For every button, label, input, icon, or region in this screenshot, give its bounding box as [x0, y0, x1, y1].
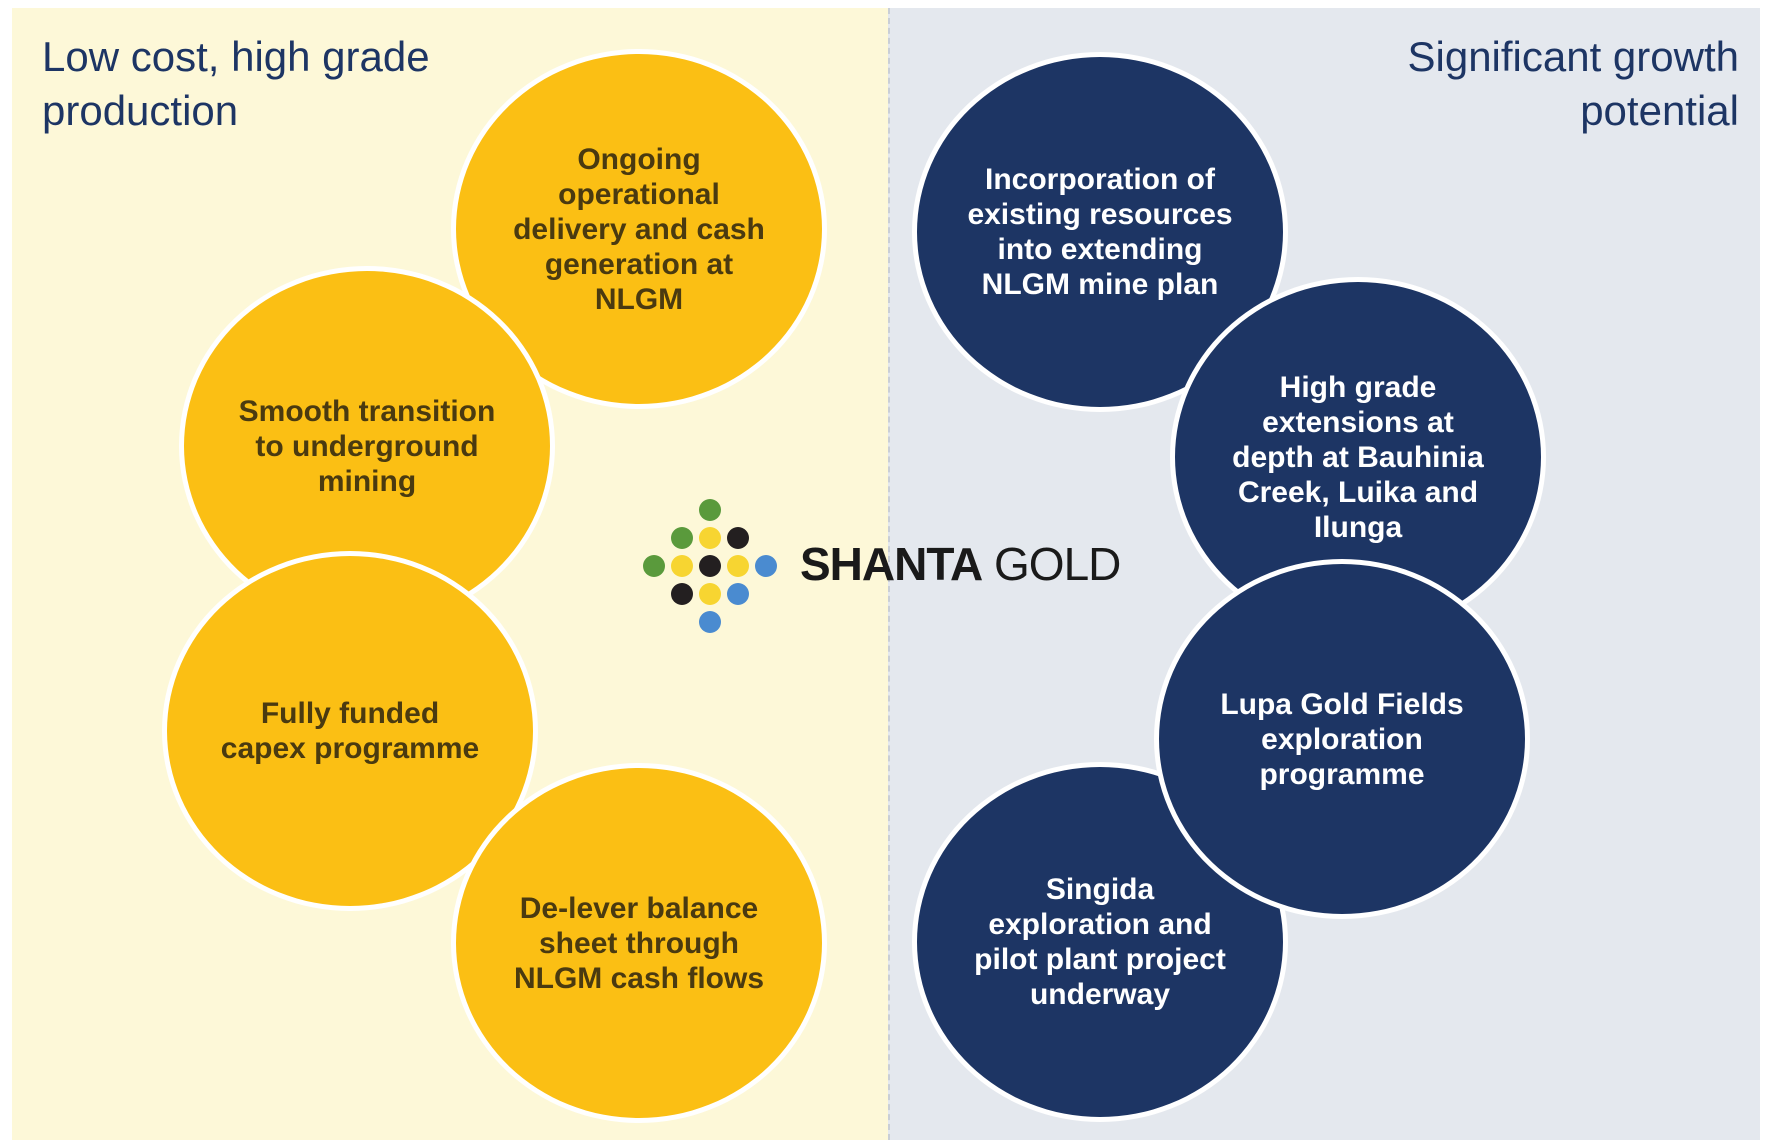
- circle-text-line: Singida: [1045, 873, 1155, 906]
- circle-text-line: NLGM cash flows: [513, 961, 765, 995]
- circle-text-line: Lupa Gold Fields: [1220, 687, 1464, 721]
- left-heading-line: production: [42, 87, 239, 134]
- circle-text-line: generation at: [544, 247, 734, 281]
- circle-delever-balance-sheet: De-lever balance sheet through NLGM cash…: [451, 763, 827, 1123]
- logo-wordmark: SHANTA GOLD: [800, 538, 1121, 590]
- circle-text-line: De-lever balance: [519, 891, 759, 925]
- circle-text-line: exploration: [1261, 722, 1423, 756]
- right-heading-line: Significant growth: [1407, 33, 1739, 80]
- circle-text-line: Smooth transition: [238, 394, 496, 428]
- logo-dot: [671, 555, 693, 577]
- left-heading: Low cost, high grade production: [42, 30, 562, 138]
- circle-text-line: sheet through: [539, 926, 739, 960]
- circle-text-line: operational: [558, 177, 720, 211]
- circle-text-line: pilot plant project: [974, 943, 1226, 976]
- circle-text-line: existing resources: [967, 198, 1233, 231]
- left-heading-line: Low cost, high grade: [42, 33, 430, 80]
- logo-dot: [699, 583, 721, 605]
- circle-text-line: Fully funded: [260, 697, 440, 730]
- circle-text-line: High grade: [1279, 370, 1437, 404]
- logo-dot: [727, 527, 749, 549]
- circle-text-line: into extending: [997, 233, 1203, 266]
- logo-dot: [727, 555, 749, 577]
- logo-word-shanta: SHANTA: [800, 538, 983, 590]
- logo-dot: [699, 499, 721, 521]
- circle-text-line: capex programme: [220, 732, 480, 765]
- right-heading: Significant growth potential: [1219, 30, 1739, 138]
- circle-text-line: extensions at: [1262, 405, 1454, 439]
- logo-dot: [643, 555, 665, 577]
- circle-text-line: NLGM: [594, 282, 684, 316]
- circle-text-line: to underground: [255, 429, 479, 463]
- circle-text-line: delivery and cash: [513, 212, 765, 246]
- circle-text-line: programme: [1259, 757, 1425, 791]
- circle-text-line: Ongoing: [577, 142, 701, 176]
- logo-dot: [699, 555, 721, 577]
- logo-word-gold: GOLD: [982, 538, 1121, 590]
- circle-text-line: exploration and: [988, 908, 1212, 941]
- circle-text-line: NLGM mine plan: [981, 268, 1219, 301]
- circle-funded-capex: Fully funded capex programme: [162, 551, 538, 911]
- circle-text-line: depth at Bauhinia: [1232, 440, 1484, 474]
- logo-dot: [755, 555, 777, 577]
- circle-text-line: mining: [317, 464, 417, 498]
- circle-singida-exploration: Singida exploration and pilot plant proj…: [912, 762, 1288, 1122]
- logo-dot: [699, 527, 721, 549]
- logo-dot: [699, 611, 721, 633]
- circle-text-line: underway: [1029, 978, 1171, 1011]
- right-heading-line: potential: [1580, 87, 1739, 134]
- circle-resources-mine-plan: Incorporation of existing resources into…: [912, 52, 1288, 412]
- shanta-gold-logo: [643, 499, 777, 633]
- circle-lupa-gold-fields: Lupa Gold Fields exploration programme: [1154, 559, 1530, 919]
- logo-dot: [671, 583, 693, 605]
- logo-dot: [727, 583, 749, 605]
- circle-high-grade-extensions: High grade extensions at depth at Bauhin…: [1170, 277, 1546, 637]
- circle-text-line: Ilunga: [1313, 510, 1403, 544]
- circle-text-line: Incorporation of: [985, 163, 1215, 196]
- logo-dot: [671, 527, 693, 549]
- circle-text-line: Creek, Luika and: [1237, 475, 1479, 509]
